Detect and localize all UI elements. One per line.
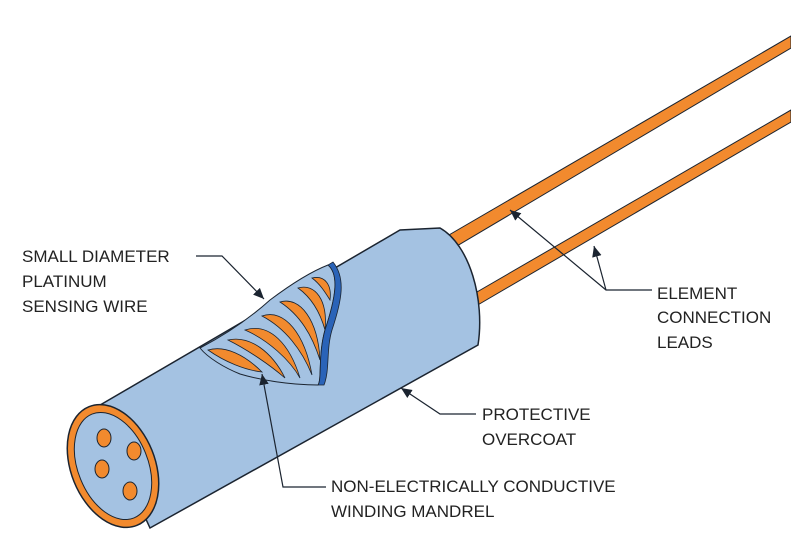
leader-mandrel [259, 373, 326, 488]
leader-overcoat [400, 387, 476, 415]
label-line: SENSING WIRE [22, 297, 148, 316]
overcoat-cut-edge [317, 261, 342, 386]
leader-lines [196, 209, 652, 488]
label-line: NON-ELECTRICALLY CONDUCTIVE [331, 477, 616, 496]
connection-leads [429, 35, 791, 307]
label-line: SMALL DIAMETER [22, 247, 170, 266]
label-sensing-wire: SMALL DIAMETER PLATINUM SENSING WIRE [22, 247, 170, 316]
label-overcoat: PROTECTIVE OVERCOAT [482, 405, 591, 449]
cutaway-winding [199, 261, 342, 386]
leader-lead-lower [592, 245, 607, 291]
label-line: CONNECTION [657, 308, 771, 327]
label-leads: ELEMENT CONNECTION LEADS [657, 284, 771, 352]
label-line: LEADS [657, 333, 713, 352]
label-line: ELEMENT [657, 284, 737, 303]
label-line: PLATINUM [22, 272, 107, 291]
sensor-end-cap [66, 403, 160, 529]
label-line: OVERCOAT [482, 430, 576, 449]
leader-sensing-wire [196, 255, 265, 300]
platinum-sensing-wire [207, 277, 331, 379]
label-line: WINDING MANDREL [331, 502, 494, 521]
label-line: PROTECTIVE [482, 405, 591, 424]
leader-lead-upper [509, 209, 652, 291]
lead-holes [94, 428, 142, 501]
label-mandrel: NON-ELECTRICALLY CONDUCTIVE WINDING MAND… [331, 477, 616, 521]
